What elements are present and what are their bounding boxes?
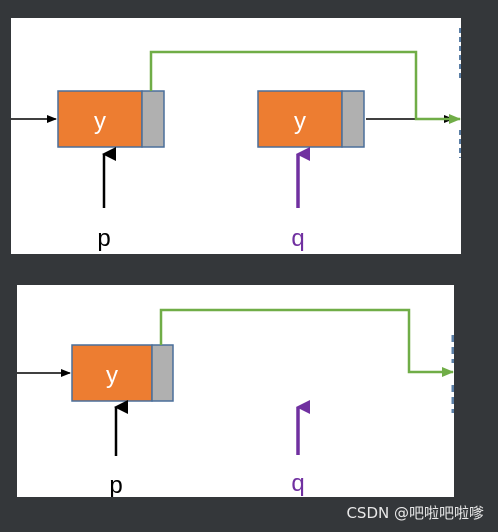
node-p-label: y bbox=[94, 108, 106, 135]
pointer-p-label: p bbox=[109, 472, 122, 497]
bypass-link-arrow bbox=[149, 50, 461, 124]
linked-list-diagram-after: y p q bbox=[17, 308, 454, 497]
pointer-p-label: p bbox=[97, 225, 110, 252]
node-p-next-field bbox=[151, 344, 174, 402]
pointer-q-label: q bbox=[291, 225, 304, 252]
linked-list-diagram-before: y y p q bbox=[11, 28, 461, 252]
pointer-q-label: q bbox=[291, 470, 304, 497]
node-p: y bbox=[71, 344, 174, 402]
diagram-panel-before: y y p q bbox=[11, 18, 461, 254]
node-q: y bbox=[257, 90, 365, 148]
node-p: y bbox=[57, 90, 165, 148]
node-p-next-field bbox=[141, 90, 165, 148]
node-p-data-field bbox=[71, 344, 153, 402]
node-p-label: y bbox=[106, 362, 118, 389]
watermark: CSDN @吧啦吧啦嗲 bbox=[346, 504, 484, 522]
node-q-next-field bbox=[341, 90, 365, 148]
node-q-data-field bbox=[257, 90, 343, 148]
bypass-link-arrow bbox=[159, 308, 454, 377]
diagram-panel-after: y p q bbox=[17, 285, 454, 497]
node-q-label: y bbox=[294, 108, 306, 135]
